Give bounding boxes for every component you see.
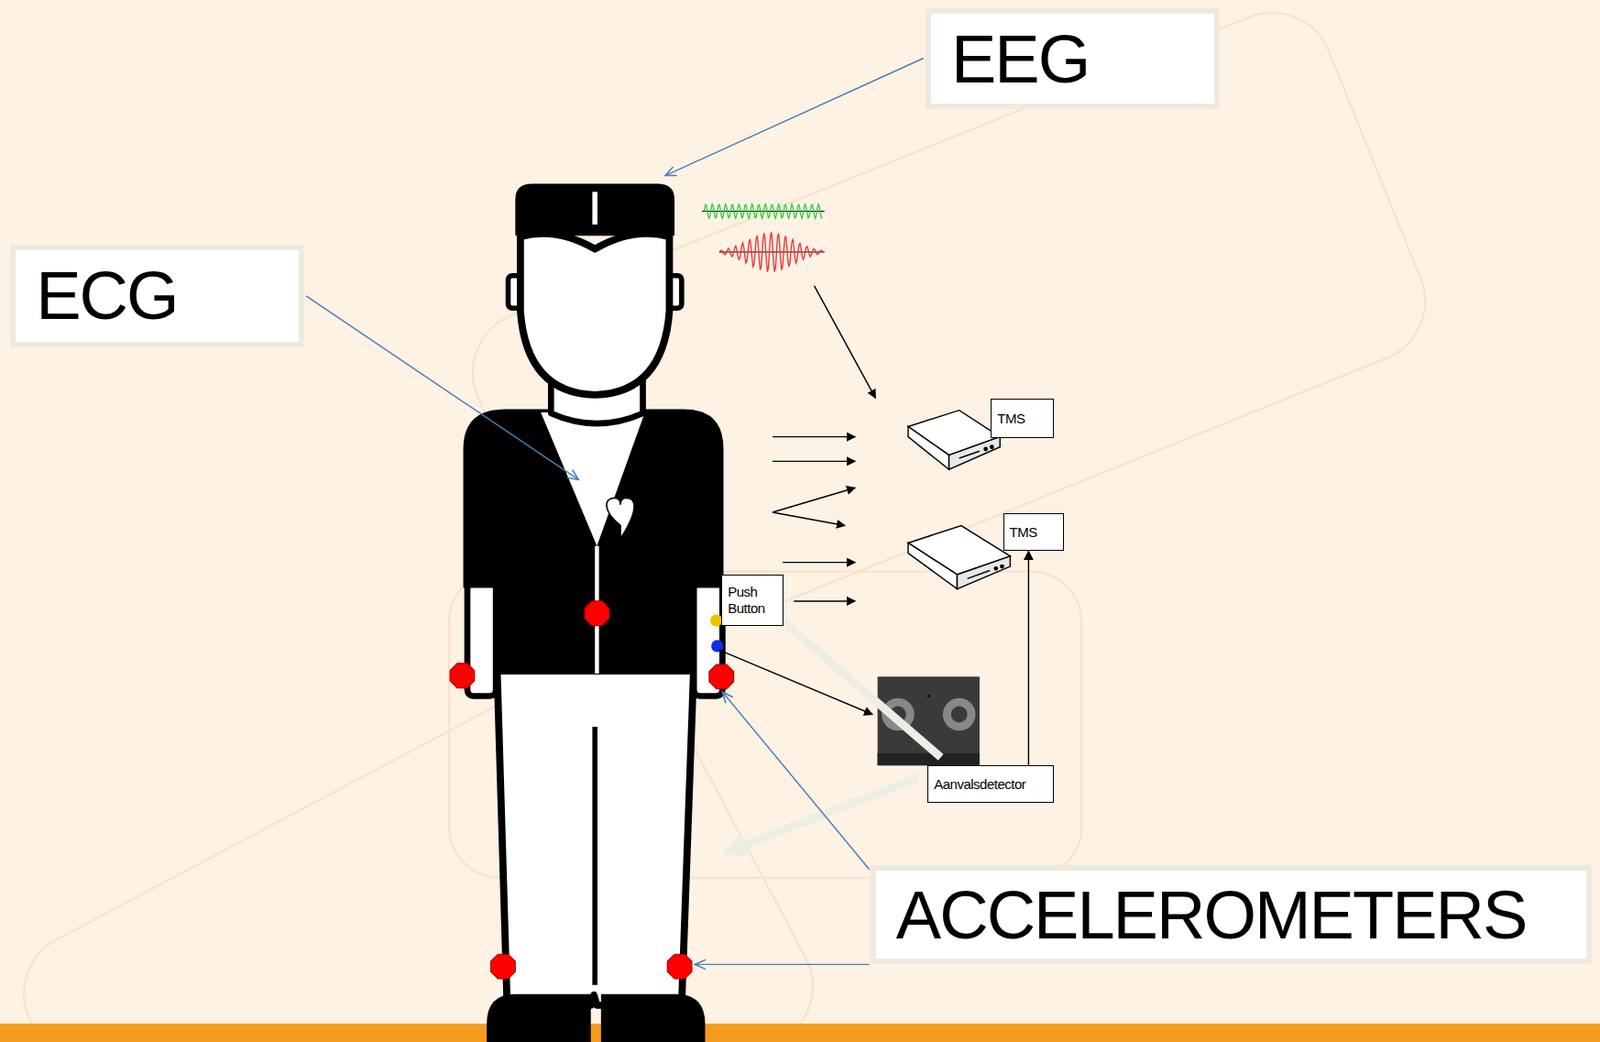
node-text: Aanvalsdetector [933, 776, 1026, 792]
device-label: TMS [1003, 513, 1065, 551]
label-box: ACCELEROMETERS [870, 865, 1592, 965]
footer-bar [0, 1023, 1600, 1042]
node-text: ACCELEROMETERS [896, 876, 1526, 954]
eeg-waves [701, 204, 825, 273]
label-box: EEG [925, 8, 1220, 110]
tms-device [908, 526, 1010, 590]
person-figure [464, 185, 724, 1042]
label-box: ECG [10, 244, 305, 347]
device-label: TMS [990, 398, 1054, 438]
detector-label: Aanvalsdetector [927, 765, 1054, 803]
button-dot [711, 639, 724, 652]
button-label: Push Button [721, 574, 784, 626]
node-text: Push Button [727, 583, 778, 616]
leader-line [306, 57, 924, 965]
tms-device [908, 410, 1000, 471]
flow-connector [1028, 550, 1030, 766]
node-text: TMS [1009, 524, 1038, 540]
node-text: EEG [951, 20, 1089, 99]
node-text: ECG [35, 256, 177, 335]
signal-arrow [719, 285, 876, 715]
highlight-arrow [726, 603, 942, 853]
sensor-markers [449, 601, 735, 979]
node-text: TMS [997, 410, 1025, 427]
